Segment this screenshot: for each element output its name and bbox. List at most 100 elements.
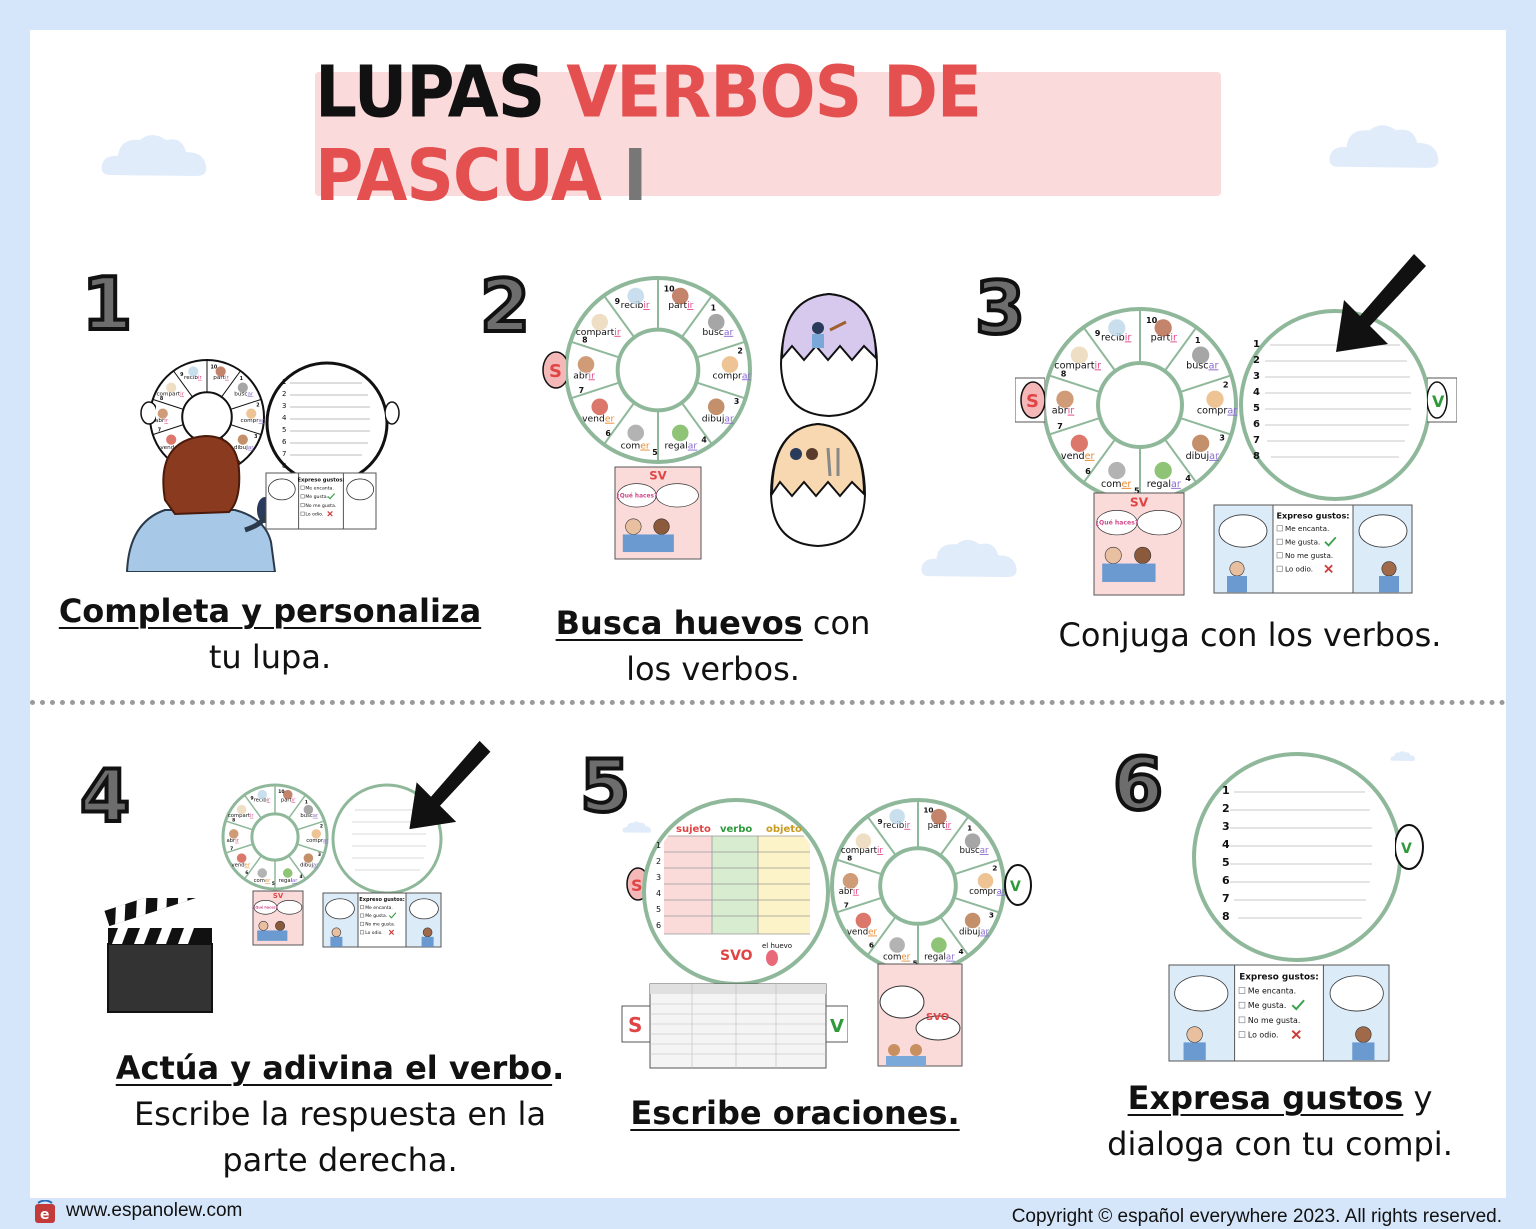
sv-label: SV [649, 469, 667, 483]
ear-v-icon: V [1395, 824, 1424, 870]
svg-text:1: 1 [656, 841, 661, 850]
verb-wheel: partir10buscar1comprar2dibujar3regalar4c… [564, 276, 752, 464]
ear-v-icon: V [1427, 377, 1457, 423]
sv-label: SV [273, 892, 284, 900]
table-header-subject: sujeto [676, 824, 711, 835]
step-caption-3-rest: Conjuga con los verbos. [1058, 616, 1442, 654]
likes-card: Expreso gustos:Me encanta.Me gusta.No me… [265, 472, 377, 530]
wheel-picture-icon [591, 313, 609, 331]
wheel-verb-label: recibir [1101, 332, 1131, 343]
table-header-verb: verbo [720, 824, 752, 835]
step-caption-3: Conjuga con los verbos. [1030, 612, 1470, 658]
wheel-number-label: 6 [605, 429, 611, 438]
sv-label: SV [1130, 495, 1149, 509]
step-number-6: 6 [1111, 742, 1165, 826]
cloud-decoration [101, 135, 207, 176]
svg-text:4: 4 [656, 889, 661, 898]
ear-s-label: S [549, 361, 562, 382]
step-caption-4-bold: Actúa y adivina el verbo [115, 1049, 553, 1087]
step-caption-6-rest: y dialoga con tu compi. [1107, 1079, 1453, 1163]
wheel-number-label: 1 [711, 304, 716, 313]
wheel-picture-icon [1056, 390, 1074, 408]
sv-strip: SV¿Qué haces? [252, 890, 304, 946]
wheel-picture-icon [855, 912, 872, 929]
svg-text:3: 3 [1222, 820, 1230, 833]
verb-table-strip: S V [621, 983, 848, 1069]
wheel-picture-icon [671, 287, 689, 305]
title-part-lupas: LUPAS [315, 50, 545, 134]
wheel-number-label: 9 [180, 372, 184, 378]
wheel-number-label: 9 [1095, 328, 1101, 338]
wheel-number-label: 8 [1061, 368, 1067, 378]
wheel-picture-icon [889, 937, 905, 953]
wheel-number-label: 8 [232, 818, 235, 824]
step-number-2: 2 [478, 264, 532, 348]
wheel-number-label: 10 [664, 285, 675, 294]
wheel-picture-icon [855, 833, 872, 849]
wheel-picture-icon [671, 424, 689, 442]
likes-card: Expreso gustos:Me encanta.Me gusta.No me… [1168, 964, 1390, 1062]
wheel-picture-icon [721, 356, 739, 373]
likes-heading: Expreso gustos: [297, 477, 344, 483]
wheel-verb-label: partir [928, 821, 952, 831]
likes-option-label: No me gusta. [1248, 1016, 1300, 1025]
wheel-number-label: 9 [877, 817, 882, 826]
footer-site-link[interactable]: www.espanolew.com [66, 1200, 243, 1221]
wheel-number-label: 4 [1185, 473, 1191, 483]
wheel-number-label: 10 [211, 364, 218, 370]
wheel-verb-label: comprar [969, 887, 1006, 897]
likes-option-label: Me gusta. [1285, 538, 1320, 547]
wheel-picture-icon [236, 804, 247, 815]
logo-icon: e [35, 1200, 55, 1223]
likes-option-label: Me encanta. [365, 905, 393, 911]
svg-text:5: 5 [1222, 856, 1230, 869]
wheel-number-label: 2 [320, 824, 323, 830]
wheel-number-label: 2 [1223, 380, 1229, 390]
likes-option-label: No me gusta. [365, 922, 395, 928]
svg-text:6: 6 [1253, 419, 1260, 430]
wheel-picture-icon [157, 408, 168, 419]
wheel-number-label: 7 [579, 386, 584, 395]
logo-letter: e [40, 1207, 50, 1223]
verb-wheel: partir10buscar1comprar2dibujar3regalar4c… [221, 783, 329, 891]
likes-option-label: Me gusta. [305, 494, 328, 500]
wheel-number-label: 7 [844, 901, 849, 910]
wheel-picture-icon [707, 398, 725, 416]
wheel-number-label: 9 [615, 297, 620, 306]
wheel-picture-icon [627, 424, 645, 442]
wheel-picture-icon [1070, 346, 1088, 364]
wheel-verb-label: comprar [713, 370, 752, 381]
wheel-number-label: 10 [923, 806, 933, 815]
wheel-picture-icon [282, 868, 293, 878]
wheel-picture-icon [931, 937, 947, 953]
wheel-number-label: 3 [1219, 432, 1225, 442]
wheel-picture-icon [591, 398, 609, 416]
easter-egg-orange-icon [769, 422, 867, 548]
wheel-verb-label: dibujar [234, 445, 254, 451]
wheel-verb-label: dibujar [1186, 451, 1219, 462]
sv-strip-2: SV¿Qué haces? [614, 466, 702, 560]
wheel-number-label: 2 [256, 403, 259, 409]
wheel-number-label: 2 [737, 346, 742, 355]
wheel-verb-label: comer [254, 878, 271, 884]
wheel-verb-label: buscar [300, 813, 319, 819]
svg-text:8: 8 [1253, 451, 1260, 462]
wheel-picture-icon [1154, 461, 1172, 480]
wheel-verb-label: comer [1101, 479, 1131, 490]
wheel-picture-icon [188, 366, 199, 377]
likes-option-label: Me gusta. [1248, 1001, 1286, 1010]
ear-v-label: V [1432, 392, 1445, 411]
svg-text:8: 8 [282, 462, 286, 470]
ear-s-label: S [631, 876, 643, 895]
svg-text:1: 1 [282, 378, 286, 386]
wheel-picture-icon [842, 873, 859, 889]
section-divider [30, 700, 1506, 705]
wheel-verb-label: comprar [306, 838, 329, 844]
wheel-verb-label: comer [883, 953, 911, 963]
wheel-number-label: 7 [158, 427, 161, 433]
wheel-picture-icon [1070, 434, 1088, 452]
